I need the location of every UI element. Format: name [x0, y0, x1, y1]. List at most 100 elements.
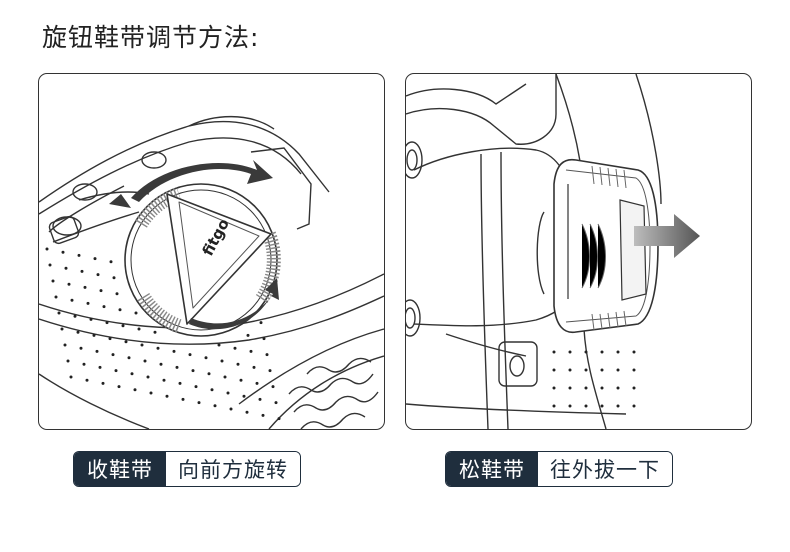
perforation-dot — [156, 346, 160, 350]
perforation-dot — [584, 368, 588, 372]
perforation-dot — [111, 353, 115, 357]
perforation-dot — [137, 327, 141, 331]
perforation-dot — [61, 250, 65, 254]
perforation-dot — [261, 413, 265, 417]
perforation-dot — [229, 407, 233, 411]
perforation-dot — [115, 292, 119, 296]
perforation-dot — [584, 386, 588, 390]
perforation-dot — [143, 359, 147, 363]
loosen-label-secondary: 往外拔一下 — [538, 452, 672, 486]
perforation-dot — [85, 378, 89, 382]
perforation-dot — [239, 378, 243, 382]
perforation-dot — [67, 282, 71, 286]
perforation-dot — [73, 314, 77, 318]
loosen-label-primary: 松鞋带 — [446, 452, 538, 486]
perforation-dot — [86, 301, 90, 305]
perforation-dot — [118, 308, 122, 312]
perforation-dot — [181, 397, 185, 401]
loosen-illustration-panel — [405, 73, 752, 430]
perforation-dot — [552, 350, 556, 354]
perforation-dot — [51, 279, 55, 283]
perforation-dot — [92, 333, 96, 337]
perforation-dot — [552, 386, 556, 390]
perforation-dot — [124, 340, 128, 344]
perforation-dot — [98, 365, 102, 369]
perforation-dot — [568, 350, 572, 354]
perforation-dot — [262, 337, 266, 341]
perforation-dot — [57, 311, 61, 315]
perforation-dot — [79, 346, 83, 350]
perforation-dot — [70, 298, 74, 302]
perforation-dot — [149, 391, 153, 395]
perforation-dot — [109, 260, 113, 264]
perforation-dot — [568, 404, 572, 408]
perforation-dot — [80, 269, 84, 273]
perforation-dot — [600, 368, 604, 372]
perforation-dot — [76, 330, 80, 334]
perforation-dot — [54, 295, 58, 299]
perforation-dot — [632, 404, 636, 408]
perforation-dot — [60, 327, 64, 331]
perforation-dot — [259, 321, 263, 325]
perforation-dot — [172, 349, 176, 353]
perforation-dot — [191, 369, 195, 373]
perforation-dot — [93, 257, 97, 261]
perforation-dot — [162, 378, 166, 382]
perforation-dot — [48, 263, 52, 267]
perforation-dot — [102, 305, 106, 309]
perforation-dot — [616, 404, 620, 408]
perforation-dot — [127, 356, 131, 360]
perforation-dot — [83, 285, 87, 289]
perforation-dot — [236, 362, 240, 366]
perforation-dot — [226, 391, 230, 395]
perforation-dot — [204, 356, 208, 360]
perforation-dot — [265, 353, 269, 357]
perforation-dot — [207, 372, 211, 376]
perforation-dot — [112, 276, 116, 280]
perforation-dot — [114, 369, 118, 373]
perforation-dot — [552, 368, 556, 372]
perforation-dot — [165, 394, 169, 398]
perforation-dot — [82, 362, 86, 366]
perforation-dot — [277, 417, 281, 421]
perforation-dot — [77, 253, 81, 257]
loosen-illustration — [406, 74, 700, 429]
perforation-dot — [252, 365, 256, 369]
pull-arrow — [634, 214, 700, 258]
perforation-dot — [130, 372, 134, 376]
perforation-dot — [63, 343, 67, 347]
perforation-dot — [210, 388, 214, 392]
perforation-dot — [99, 289, 103, 293]
perforation-dot — [568, 386, 572, 390]
perforation-dot — [552, 404, 556, 408]
perforation-dot — [632, 350, 636, 354]
perforation-dot — [600, 350, 604, 354]
perforation-dot — [140, 343, 144, 347]
perforation-dot — [217, 343, 221, 347]
rotate-arrow-bottom — [189, 278, 279, 330]
perforation-dot — [89, 317, 93, 321]
perforation-dot — [105, 321, 109, 325]
perforation-dot — [95, 349, 99, 353]
perforation-dot — [568, 368, 572, 372]
perforation-dot — [213, 404, 217, 408]
perforation-dot — [616, 350, 620, 354]
perforation-dot — [134, 311, 138, 315]
perforation-dot — [188, 353, 192, 357]
perforation-dot — [197, 401, 201, 405]
perforation-dot — [121, 324, 125, 328]
tighten-label-primary: 收鞋带 — [74, 452, 166, 486]
tighten-label-secondary: 向前方旋转 — [166, 452, 300, 486]
perforation-dot — [64, 266, 68, 270]
loosen-label: 松鞋带 往外拔一下 — [445, 451, 673, 487]
perforation-dot — [600, 404, 604, 408]
perforation-dot — [66, 359, 70, 363]
perforation-dot — [153, 330, 157, 334]
perforation-dot — [133, 388, 137, 392]
perforation-dot — [584, 350, 588, 354]
perforation-dot — [194, 385, 198, 389]
perforation-dot — [246, 333, 250, 337]
tighten-illustration-panel: fitgo — [38, 73, 385, 430]
perforation-dot — [178, 381, 182, 385]
perforation-dot — [249, 349, 253, 353]
